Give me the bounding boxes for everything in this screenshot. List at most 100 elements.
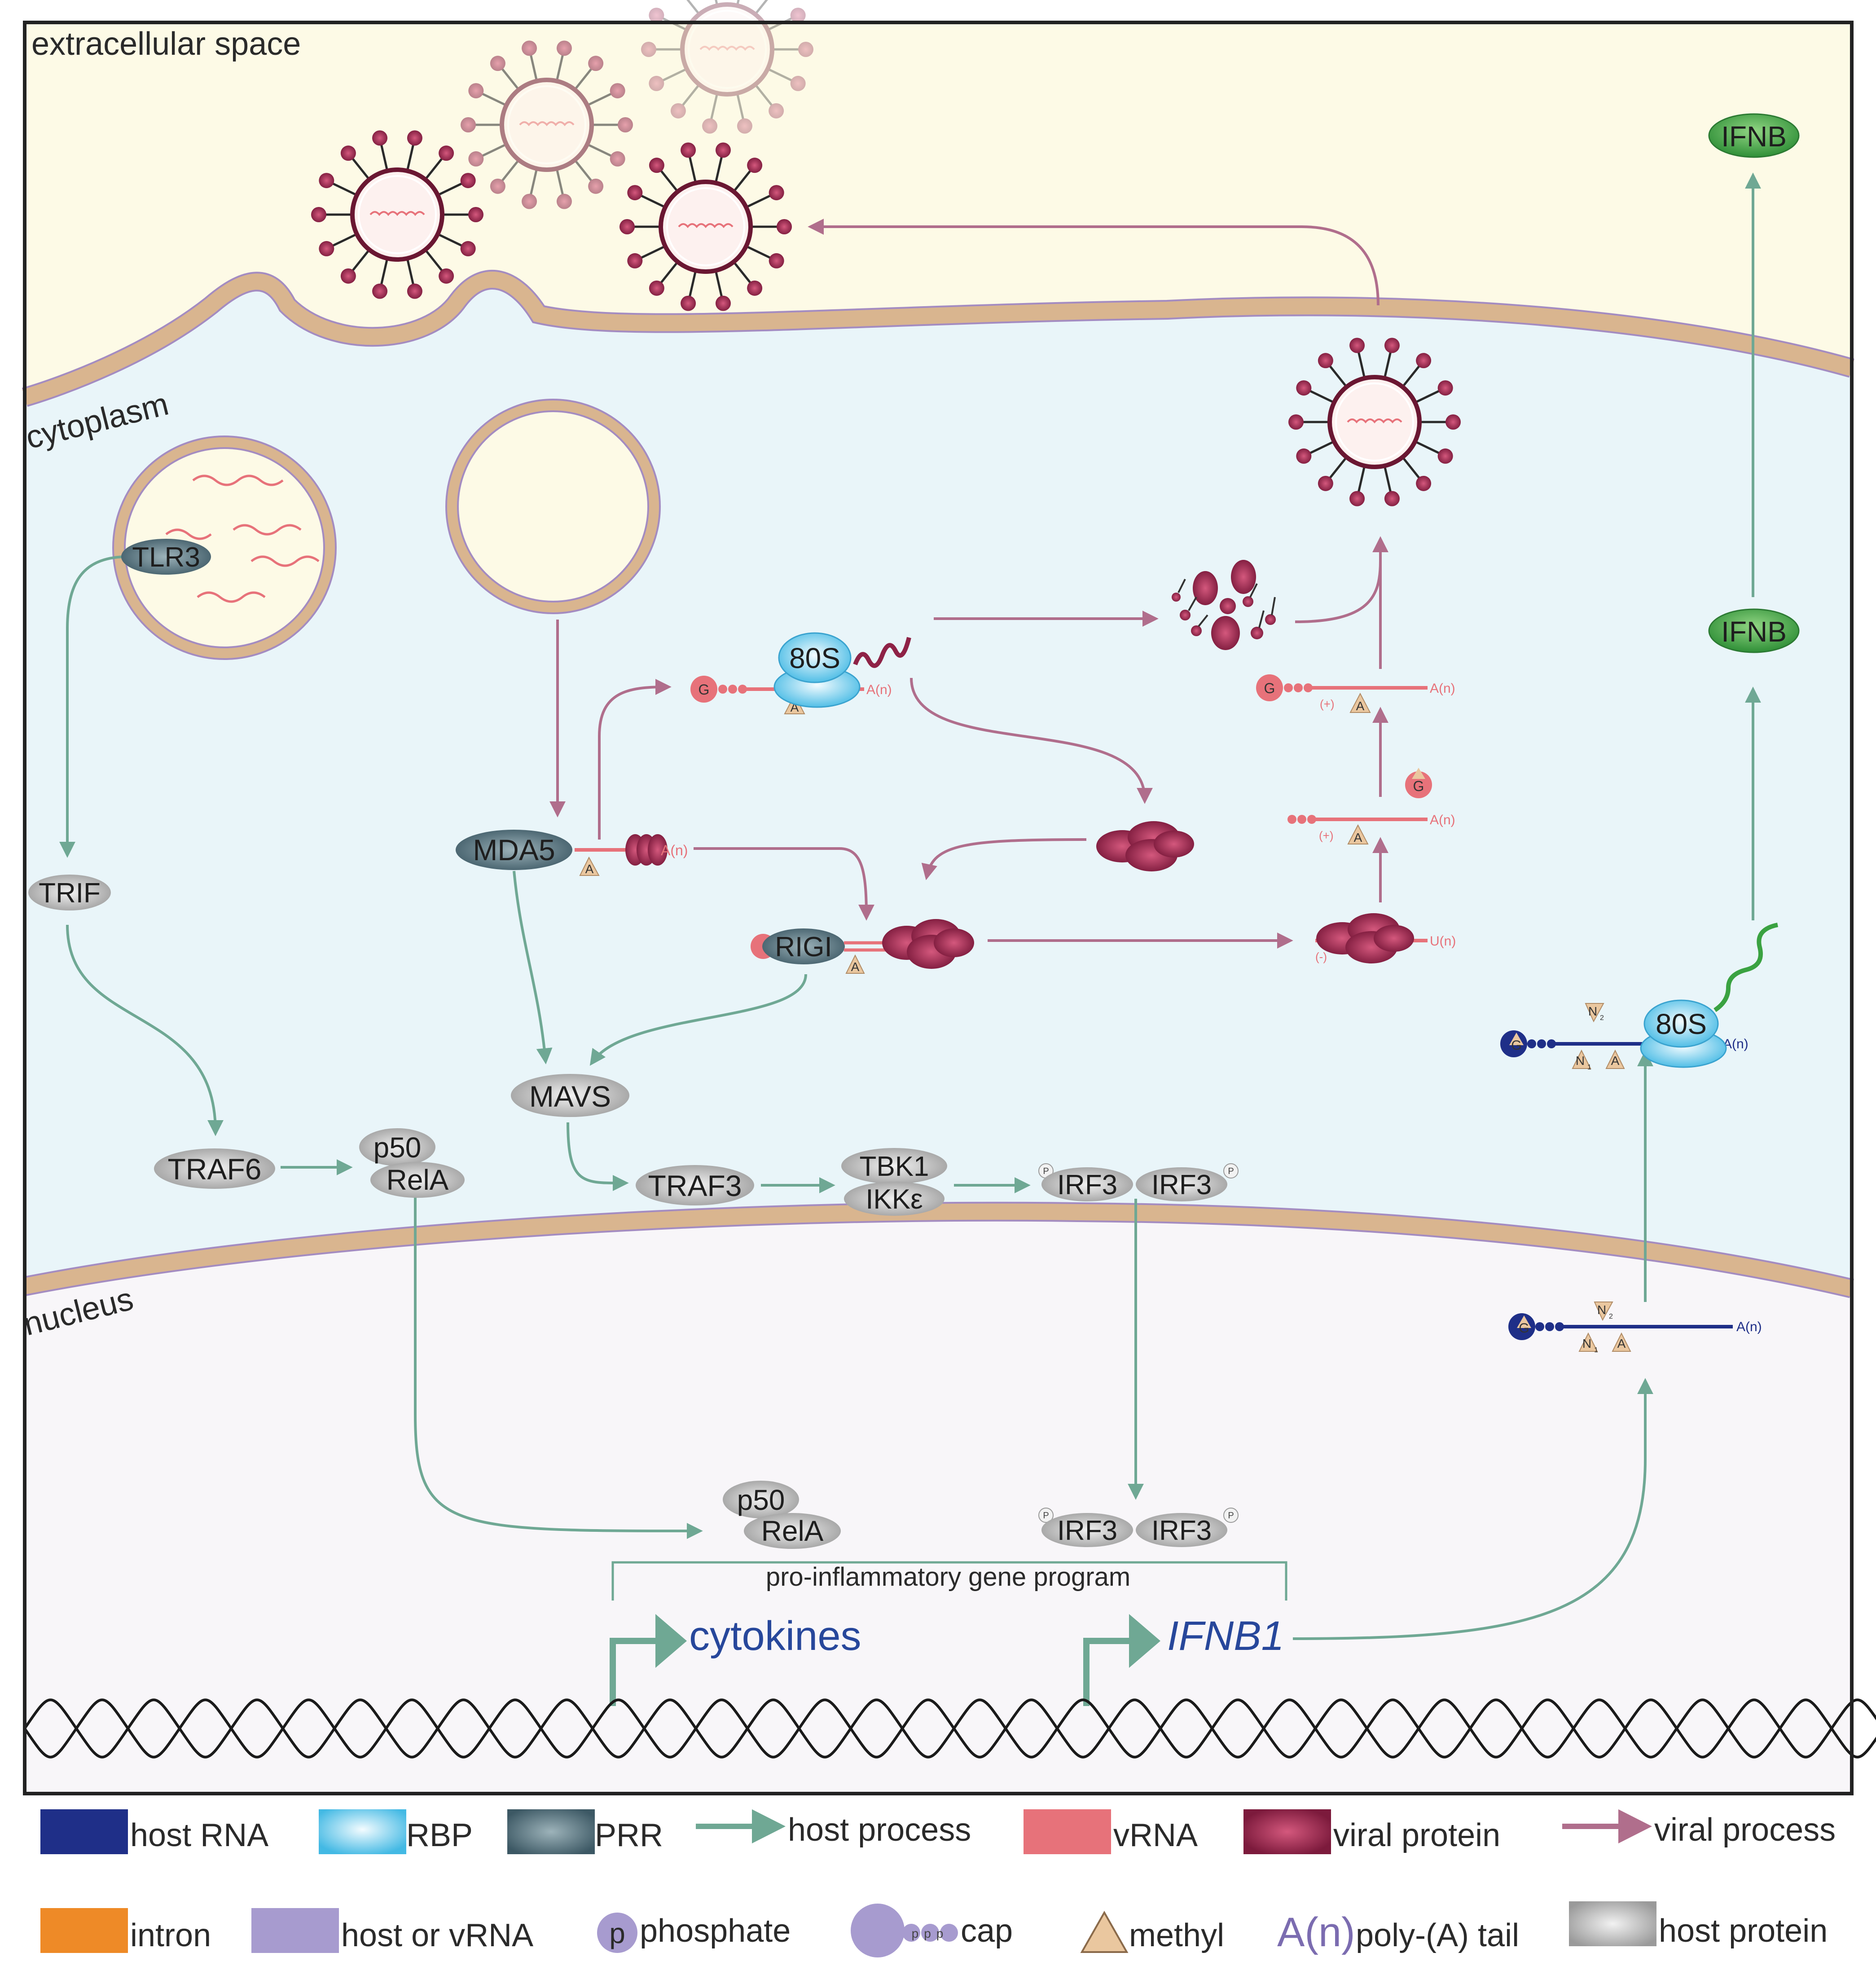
host-ribosome-label: 80S: [1656, 1008, 1707, 1040]
host-mrna-cyto-g: G: [1511, 1038, 1521, 1053]
arrow-mavs-traf3: [567, 1122, 629, 1192]
irf3-phosphate-right: P: [1228, 1166, 1234, 1176]
positive-capped-sign: (+): [1320, 697, 1335, 711]
ifnb-secreted: [1708, 113, 1800, 158]
irf3-dimer-cytoplasm: P IRF3 IRF3 P: [1038, 1163, 1239, 1201]
ikke-label: IKKε: [866, 1184, 923, 1215]
irf3-nuc-phosphate-right: P: [1228, 1511, 1234, 1521]
mda5-complex: A(n) A: [575, 834, 688, 876]
legend-swatch-host-process: [696, 1809, 786, 1843]
irf3-nuc-phosphate-left: P: [1043, 1511, 1049, 1521]
traf6-label: TRAF6: [167, 1152, 261, 1186]
virion-faded-top: [641, 0, 813, 134]
legend-swatch-host-protein: [1569, 1901, 1656, 1946]
host-mrna-nuc-n1-sub: 1: [1594, 1346, 1598, 1354]
legend-methyl: methyl: [1129, 1917, 1224, 1953]
traf3-protein: [636, 1165, 754, 1205]
legend-viral-process: viral process: [1654, 1812, 1836, 1848]
viral-process-arrows: [549, 219, 1388, 949]
host-mrna-cyto-n1-sub: 1: [1587, 1064, 1591, 1071]
rela-label-cytoplasm: RelA: [387, 1164, 449, 1196]
arrow-mda5-rigi: [694, 847, 874, 921]
rigi-methyl: A: [851, 960, 860, 974]
irf3-label-cyto-2: IRF3: [1151, 1170, 1212, 1201]
tlr3-receptor: [121, 539, 211, 575]
rela-protein-nucleus: [744, 1513, 841, 1549]
legend-rbp: RBP: [406, 1817, 473, 1853]
capping-guanosine: G: [1405, 768, 1432, 798]
host-mrna-nuc-g: G: [1519, 1321, 1529, 1336]
rigi-label: RIGI: [775, 932, 832, 963]
legend-swatch-host-rna: [40, 1809, 128, 1854]
rigi-complex: RIGI A: [751, 919, 974, 974]
negative-strand-sign: (-): [1315, 950, 1327, 963]
ifnb-translated-label: IFNB: [1721, 616, 1787, 648]
extracellular-label: extracellular space: [31, 26, 301, 62]
mavs-protein: [511, 1074, 629, 1117]
positive-uncapped-polya: A(n): [1430, 813, 1455, 827]
host-mrna-cytoplasm: G A(n) N 2 N 1 A 80S: [1500, 923, 1779, 1071]
host-mrna-cyto-n1: N: [1576, 1054, 1585, 1068]
mda5-methyl: A: [585, 862, 594, 876]
ikke-protein: [844, 1182, 945, 1216]
host-mrna-cyto-n2-sub: 2: [1600, 1014, 1604, 1022]
translation-polya: A(n): [866, 682, 892, 697]
cytokines-promoter: [610, 1614, 687, 1706]
legend-swatch-host-or-vrna: [251, 1908, 339, 1953]
positive-uncapped-sign: (+): [1319, 829, 1334, 842]
legend-swatch-viral-protein: [1243, 1809, 1331, 1854]
host-mrna-cyto-n2: N: [1588, 1004, 1597, 1018]
virion-released: [619, 142, 792, 311]
tlr3-label: TLR3: [132, 542, 200, 573]
legend-polya: poly-(A) tail: [1356, 1917, 1519, 1953]
positive-capped-g: G: [1264, 680, 1275, 696]
legend-host-protein: host protein: [1659, 1913, 1828, 1949]
host-mrna-nuc-polya: A(n): [1736, 1319, 1762, 1334]
legend-intron: intron: [130, 1917, 211, 1953]
tbk1-protein: [841, 1148, 947, 1184]
positive-strand-capped: G A(n) (+) A: [1256, 674, 1455, 713]
positive-strand-uncapped: A(n) (+) A: [1287, 813, 1455, 844]
diagram-frame: [23, 21, 1854, 1795]
virion-faded-mid: [461, 40, 633, 209]
virion-assembled: [1288, 338, 1461, 506]
arrow-rela-nucleus: [414, 1190, 703, 1539]
mda5-polya: A(n): [661, 842, 688, 858]
capping-g-label: G: [1413, 778, 1424, 794]
viral-translation-complex: G A(n) A 80S: [690, 632, 911, 714]
host-mrna-nuc-n1: N: [1582, 1337, 1591, 1350]
p50-label-nucleus: p50: [737, 1484, 785, 1516]
arrow-replicase-rigi: [921, 838, 1087, 880]
irf3-dimer-nucleus: P IRF3 IRF3 P: [1038, 1508, 1239, 1547]
negative-strand-replication: U(n) (-): [1315, 913, 1456, 963]
rela-label-nucleus: RelA: [761, 1515, 824, 1547]
legend-swatch-vrna: [1024, 1809, 1111, 1854]
rela-protein-cytoplasm: [370, 1162, 465, 1198]
host-mrna-nuc-n2-sub: 2: [1609, 1313, 1613, 1320]
positive-capped-methyl: A: [1356, 699, 1365, 713]
legend-polya-symbol: A(n): [1277, 1909, 1355, 1955]
arrow-trif-traf6: [66, 924, 224, 1136]
viral-replicase: [1096, 821, 1194, 871]
irf3-label-nuc-2: IRF3: [1151, 1515, 1212, 1546]
arrow-ifnb1-mrna: [1292, 1378, 1653, 1640]
host-mrna-nuc-methyl: A: [1617, 1337, 1626, 1350]
nucleus-region: [25, 1211, 1852, 1794]
ifnb1-promoter: [1083, 1614, 1160, 1706]
gene-ifnb1: IFNB1: [1167, 1613, 1284, 1659]
irf3-label-nuc-1: IRF3: [1057, 1515, 1117, 1546]
traf6-protein: [154, 1148, 275, 1189]
host-mrna-cyto-methyl: A: [1611, 1054, 1620, 1068]
vrna-cap-g: G: [699, 682, 710, 698]
rigi-receptor: [762, 928, 845, 964]
p50-protein-nucleus: [723, 1481, 799, 1518]
arrow-rigi-mavs: [589, 974, 807, 1066]
traf3-label: TRAF3: [648, 1169, 742, 1202]
legend-cap: cap: [961, 1913, 1013, 1949]
endosome: [112, 435, 337, 660]
legend-host-or-vrna: host or vRNA: [341, 1917, 533, 1953]
arrow-to-replicase: [910, 677, 1153, 804]
positive-capped-polya: A(n): [1430, 681, 1455, 696]
gene-program-bracket: [611, 1561, 1287, 1601]
